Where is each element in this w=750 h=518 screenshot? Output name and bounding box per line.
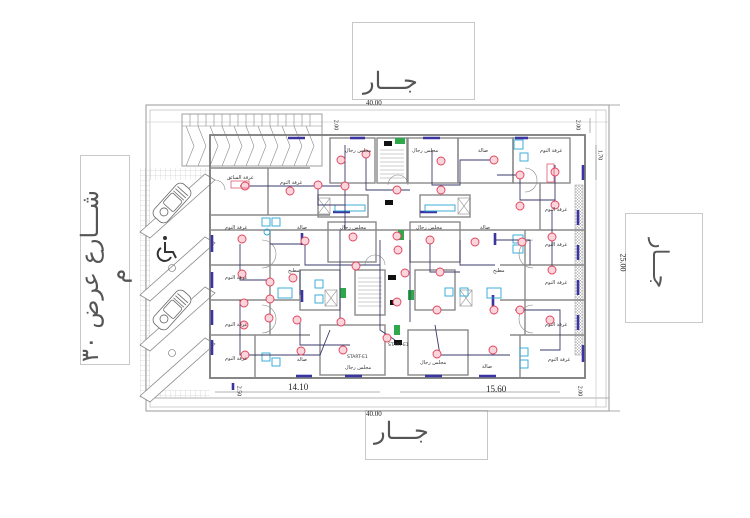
dimension-setback-bottom-right: 2.00: [576, 385, 583, 397]
room-label-living-2: صالة: [297, 225, 307, 231]
room-label-bedroom-10: غرفة النوم: [225, 356, 248, 362]
room-label-bedroom: غرفة النوم: [280, 180, 303, 186]
dimension-bottom-total: 40.00: [366, 410, 382, 418]
dimension-right-total: 25.00: [618, 253, 628, 272]
room-label-driver: غرفة السائق: [227, 175, 254, 181]
room-label-bedroom-7: غرفة النوم: [545, 280, 568, 286]
room-label-bedroom-4: غرفة النوم: [225, 275, 248, 281]
dimension-bottom-right-segment: 15.60: [486, 384, 507, 394]
dimension-setback-bottom-left: 2.50: [235, 385, 242, 397]
room-label-living-1: صالة: [478, 148, 488, 154]
room-label-bedroom-2: غرفة النوم: [540, 148, 563, 154]
dimension-top-total: 40.00: [366, 99, 382, 107]
street-box: شـــارع عرض ٣٠ م: [76, 155, 132, 365]
light-fixtures: [237, 149, 560, 360]
room-label-majlis-1: مجلس رجال: [345, 148, 372, 154]
room-label-majlis-6: مجلس رجال: [420, 360, 447, 366]
neighbor-label-top: جـــار: [363, 67, 418, 95]
room-label-bedroom-11: غرفة النوم: [548, 357, 571, 363]
room-label-bedroom-8: غرفة النوم: [545, 322, 568, 328]
dimension-setback-top: 2.00: [332, 119, 339, 131]
room-label-majlis-5: مجلس رجال: [345, 365, 372, 371]
room-label-bedroom-6: غرفة النوم: [545, 242, 568, 248]
car-icon: [152, 182, 192, 331]
neighbor-label-bottom: جـــار: [374, 417, 429, 445]
dimension-setback-right-small: 1.70: [596, 149, 603, 161]
room-label-bedroom-5: غرفة النوم: [545, 207, 568, 213]
room-label-kitchen-2: مطبخ: [493, 268, 505, 274]
dimension-bottom-left-segment: 14.10: [288, 382, 309, 392]
neighbor-box-top: جـــار: [352, 22, 475, 100]
room-label-majlis-3: مجلس رجال: [340, 225, 367, 231]
dimension-setback-top-right: 2.00: [574, 119, 581, 131]
room-label-majlis-2: مجلس رجال: [412, 148, 439, 154]
neighbor-box-right: جـــار: [625, 213, 703, 323]
wheelchair-icon: [156, 236, 177, 262]
room-label-living-4: صالة: [297, 357, 307, 363]
room-label-bedroom-3: غرفة النوم: [225, 225, 248, 231]
room-label-majlis-4: مجلس رجال: [416, 225, 443, 231]
start-tag-1: START-E1: [347, 355, 368, 360]
start-tag-2: START-E1: [388, 343, 409, 348]
room-label-bedroom-9: غرفة النوم: [225, 322, 248, 328]
room-label-living-5: صالة: [482, 364, 492, 370]
room-label-kitchen-1: مطبخ: [288, 268, 300, 274]
room-label-living-3: صالة: [480, 225, 490, 231]
